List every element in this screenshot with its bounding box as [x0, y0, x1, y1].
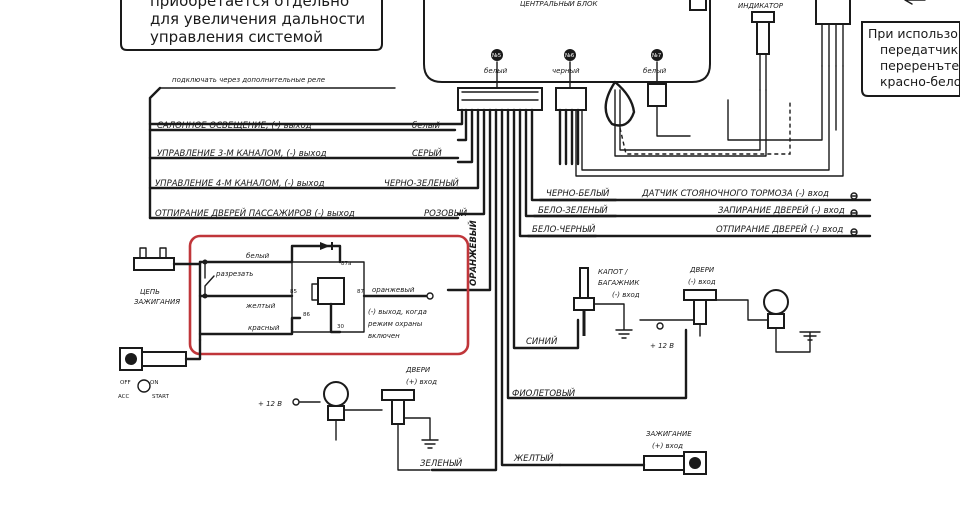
- relay-pin-86: 86: [303, 312, 310, 318]
- doors-left: ДВЕРИ (+) вход + 12 В ЗЕЛЕНЫЙ: [258, 366, 463, 471]
- output-1-function: САЛОННОЕ ОСВЕЩЕНИЕ, (-) выход: [157, 121, 312, 131]
- unit-pin-5-dot: [491, 49, 503, 61]
- unit-pin-7-label: белый: [643, 67, 667, 75]
- key-off: OFF: [120, 380, 131, 386]
- note-top-left-line1: приобретается отдельно: [150, 0, 349, 10]
- drop-sensor: [604, 80, 636, 127]
- doors-right-voltage: + 12 В: [650, 342, 674, 350]
- doors-left-label: ДВЕРИ: [405, 366, 431, 374]
- relay-cut-switch: [204, 261, 215, 297]
- output-3-function: УПРАВЛЕНИЕ 4-М КАНАЛОМ, (-) выход: [155, 179, 325, 189]
- relay-wire-yellow: желтый: [245, 302, 276, 310]
- note-top-right-line2: передатчика: [880, 42, 960, 57]
- key-acc: ACC: [118, 394, 130, 400]
- note-top-right-line4: красно-белог: [880, 74, 960, 89]
- ignition-input-wire: ЖЕЛТЫЙ: [513, 452, 554, 464]
- relay-note-line1: (-) выход, когда: [368, 308, 427, 316]
- key-on: ON: [150, 380, 158, 386]
- main-harness-connector: [457, 87, 543, 111]
- doors-right-label: ДВЕРИ: [689, 266, 715, 274]
- relay-trunk-orange: ОРАНЖЕВЫЙ: [467, 220, 479, 286]
- right-wire-2-color: БЕЛО-ЗЕЛЕНЫЙ: [538, 204, 608, 216]
- relay-wire-orange: оранжевый: [372, 286, 415, 294]
- left-outputs: подключать через дополнительные реле САЛ…: [148, 76, 468, 220]
- relay-wire-white: белый: [246, 252, 270, 260]
- ignition-circuit-line2: ЗАЖИГАНИЯ: [134, 298, 180, 306]
- relay-note-line2: режим охраны: [367, 320, 423, 328]
- unit-top-connector: [689, 0, 707, 11]
- top-right-connector: [575, 0, 851, 177]
- ignition-input-io: (+) вход: [652, 442, 683, 450]
- unit-pin-7-dot: [651, 49, 663, 61]
- right-lamp: [715, 289, 821, 353]
- ignition-input: ЗАЖИГАНИЕ (+) вход ЖЕЛТЫЙ: [513, 430, 707, 475]
- violet-wire-label: ФИОЛЕТОВЫЙ: [512, 387, 576, 399]
- doors-right-io: (-) вход: [688, 278, 716, 286]
- right-wires: ЧЕРНО-БЕЛЫЙ ДАТЧИК СТОЯНОЧНОГО ТОРМОЗА (…: [526, 187, 872, 238]
- key-start: START: [152, 394, 170, 400]
- output-1-color: белый: [412, 121, 441, 131]
- unit-pin-6-num: №6: [565, 53, 575, 59]
- relay-pin-85: 85: [290, 289, 297, 295]
- right-wire-3-function: ОТПИРАНИЕ ДВЕРЕЙ (-) вход: [716, 223, 843, 235]
- note-top-right-line3: переренъте п: [880, 58, 960, 73]
- hood-wire: СИНИЙ: [526, 335, 558, 347]
- indicator-led: ИНДИКАТОР: [614, 2, 784, 157]
- right-wire-2-function: ЗАПИРАНИЕ ДВЕРЕЙ (-) вход: [718, 204, 845, 216]
- central-unit-title: ЦЕНТРАЛЬНЫЙ БЛОК: [520, 0, 599, 8]
- hood-label-line1: КАПОТ /: [598, 268, 628, 276]
- output-3-color: ЧЕРНО-ЗЕЛЕНЫЙ: [384, 177, 459, 189]
- wire-harness: [148, 86, 688, 472]
- note-top-right-line1: При использо: [868, 26, 958, 41]
- unit-pin-5-label: белый: [484, 67, 508, 75]
- relay-highlight-frame: [188, 234, 470, 356]
- hood-io: (-) вход: [612, 291, 640, 299]
- relay-pin-30: 30: [337, 324, 344, 330]
- right-wire-1-color: ЧЕРНО-БЕЛЫЙ: [546, 187, 610, 199]
- note-top-left-line3: управления системой: [150, 28, 323, 46]
- small-connector: [555, 87, 587, 111]
- hood-label-line2: БАГАЖНИК: [598, 279, 640, 287]
- unit-pin-6-label: черный: [552, 67, 580, 75]
- doors-left-voltage: + 12 В: [258, 400, 282, 408]
- note-top-left: приобретается отдельно для увеличения да…: [120, 0, 383, 51]
- doors-right: ДВЕРИ (-) вход + 12 В: [639, 266, 717, 350]
- central-unit: ЦЕНТРАЛЬНЫЙ БЛОК №5 белый №6 черный №7 б…: [423, 0, 711, 83]
- ignition-circuit-line1: ЦЕПЬ: [140, 288, 160, 296]
- right-wire-1-function: ДАТЧИК СТОЯНОЧНОГО ТОРМОЗА (-) вход: [641, 189, 829, 199]
- indicator-label: ИНДИКАТОР: [738, 2, 784, 10]
- left-header: подключать через дополнительные реле: [172, 76, 325, 84]
- ignition-input-label: ЗАЖИГАНИЕ: [646, 430, 692, 438]
- doors-left-io: (+) вход: [406, 378, 437, 386]
- note-top-right: При использо передатчика переренъте п кр…: [861, 0, 960, 97]
- unit-pin-7-num: №7: [652, 53, 662, 59]
- relay-pin-87a: 87a: [341, 261, 351, 267]
- output-4-color: РОЗОВЫЙ: [424, 207, 468, 219]
- doors-left-wire: ЗЕЛЕНЫЙ: [420, 457, 463, 469]
- unit-pin-6-dot: [564, 49, 576, 61]
- relay-wire-red: красный: [248, 324, 280, 332]
- relay-pin-87: 87: [357, 289, 364, 295]
- relay-note-line3: включен: [368, 332, 400, 340]
- pin7-connector: [647, 83, 667, 107]
- hood-trunk-switch: КАПОТ / БАГАЖНИК (-) вход СИНИЙ: [526, 267, 640, 347]
- output-2-function: УПРАВЛЕНИЕ 3-М КАНАЛОМ, (-) выход: [157, 149, 327, 159]
- note-top-left-line2: для увеличения дальности: [150, 10, 365, 28]
- unit-pin-5-num: №5: [492, 53, 502, 59]
- output-4-function: ОТПИРАНИЕ ДВЕРЕЙ ПАССАЖИРОВ (-) выход: [155, 207, 355, 219]
- relay-switch-label: разрезать: [215, 270, 253, 278]
- ignition-circuit: ЦЕПЬ ЗАЖИГАНИЯ OFF ON ACC START: [118, 247, 202, 400]
- unit-connectors: [457, 61, 791, 155]
- output-2-color: СЕРЫЙ: [412, 147, 442, 159]
- relay-block: белый разрезать желтый красный 87a 87 85…: [188, 220, 479, 356]
- right-wire-3-color: БЕЛО-ЧЕРНЫЙ: [532, 223, 596, 235]
